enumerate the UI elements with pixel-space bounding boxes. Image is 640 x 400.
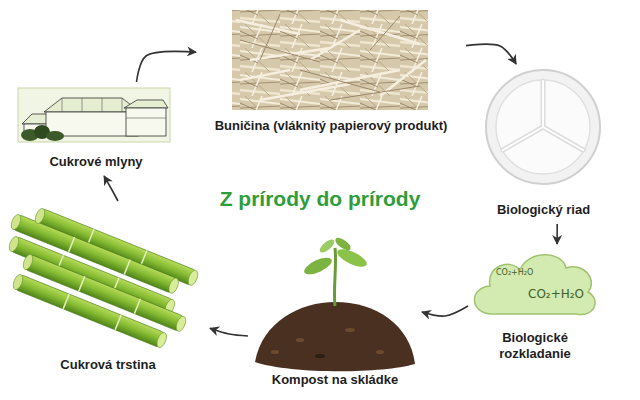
cycle-arrow	[104, 176, 118, 201]
sugar-cane-illustration-part	[7, 235, 20, 253]
cycle-arrow-group	[104, 176, 118, 201]
cycle-arrow	[466, 44, 516, 64]
compost-illustration-part	[302, 254, 334, 278]
sugar-mill-illustration-part	[124, 100, 168, 108]
stage-node: Cukrová trstina	[8, 203, 208, 377]
compost-illustration-part	[376, 350, 384, 354]
sugar-cane-illustration	[7, 207, 199, 349]
sugar-cane-illustration-part	[88, 229, 94, 244]
cloud-illustration	[474, 255, 595, 315]
sugar-cane-illustration-part	[21, 253, 34, 271]
stage-label: Biologické rozkladanie	[474, 330, 596, 362]
pulp-illustration-part	[236, 20, 426, 100]
stage-node: Buničina (vláknitý papierový produkt)	[198, 6, 464, 138]
cycle-arrow	[210, 328, 248, 336]
plate-illustration-part	[486, 70, 600, 184]
stage-label: Biologický riad	[479, 202, 608, 218]
sugar-cane-illustration-part	[141, 251, 147, 266]
cycle-arrow-group	[137, 51, 197, 82]
stage-label: Cukrové mlyny	[19, 154, 173, 170]
compost-illustration-part	[334, 248, 335, 306]
formula-label: CO₂+H₂O	[528, 288, 584, 301]
sugar-mill-illustration-part	[44, 98, 140, 112]
sugar-cane-illustration-part	[63, 294, 69, 309]
sugar-mill-illustration-part	[82, 98, 83, 112]
compost-illustration-part	[333, 236, 352, 253]
stage-node: Biologické rozkladanie	[470, 246, 600, 366]
sugar-cane-illustration-part	[174, 315, 187, 333]
cycle-arrow-group	[210, 328, 248, 336]
sugar-mill-illustration-part	[126, 118, 166, 119]
stage-node: Cukrové mlyny	[15, 84, 177, 174]
pulp-illustration-part	[232, 10, 428, 110]
sugar-cane-illustration-part	[124, 260, 130, 275]
compost-illustration	[255, 236, 415, 372]
stage-node: Kompost na skládke	[250, 232, 420, 392]
sugar-mill-illustration-part	[126, 108, 166, 136]
stage-node: Biologický riad	[475, 66, 612, 222]
sugar-cane-illustration-part	[15, 275, 168, 349]
plate-illustration	[486, 70, 600, 184]
formula-label: CO₂+H₂O	[496, 269, 533, 278]
compost-illustration-part	[296, 338, 304, 342]
pulp-illustration	[232, 10, 428, 110]
compost-illustration-part	[318, 237, 337, 255]
compost-illustration-part	[271, 350, 279, 354]
sugar-cane-illustration-part	[79, 276, 85, 291]
sugar-mill-illustration-part	[62, 98, 63, 112]
plate-illustration-part	[503, 81, 583, 150]
sugar-cane-illustration-part	[69, 237, 75, 252]
sugar-cane-illustration-part	[134, 299, 140, 314]
cycle-arrow	[556, 224, 558, 244]
cycle-arrow	[137, 51, 197, 82]
cycle-arrow-group	[466, 44, 516, 64]
sugar-cane-illustration-part	[11, 273, 24, 291]
plate-illustration-part	[496, 80, 590, 174]
sugar-cane-illustration-part	[167, 277, 180, 295]
sugar-cane-illustration-part	[15, 275, 165, 348]
sugar-cane-illustration-part	[33, 207, 46, 225]
compost-illustration-part	[255, 302, 415, 371]
sugar-mill-illustration-part	[102, 98, 103, 112]
sugar-mill-illustration-part	[46, 131, 64, 141]
sugar-mill-illustration-part	[122, 98, 123, 112]
compost-illustration-part	[345, 328, 355, 332]
stage-label: Kompost na skládke	[254, 372, 416, 388]
pulp-illustration-part	[240, 14, 420, 100]
compost-illustration-part	[315, 354, 325, 358]
stage-label: Buničina (vláknitý papierový produkt)	[202, 118, 460, 134]
compost-illustration-part	[335, 246, 369, 270]
cycle-arrow	[422, 306, 468, 316]
sugar-cane-illustration-part	[155, 331, 168, 349]
sugar-mill-illustration	[18, 88, 170, 142]
cycle-arrow-group	[557, 224, 558, 244]
sugar-cane-illustration-part	[115, 315, 121, 330]
cloud-illustration-part	[474, 255, 595, 315]
plate-illustration-part	[503, 81, 583, 150]
diagram-title: Z prírody do prírody	[170, 187, 470, 211]
cycle-arrow-group	[422, 306, 468, 316]
sugar-cane-illustration-part	[9, 213, 22, 231]
sugar-mill-illustration-part	[18, 88, 170, 142]
stage-label: Cukrová trstina	[12, 357, 204, 373]
sugar-cane-illustration-part	[186, 269, 199, 287]
